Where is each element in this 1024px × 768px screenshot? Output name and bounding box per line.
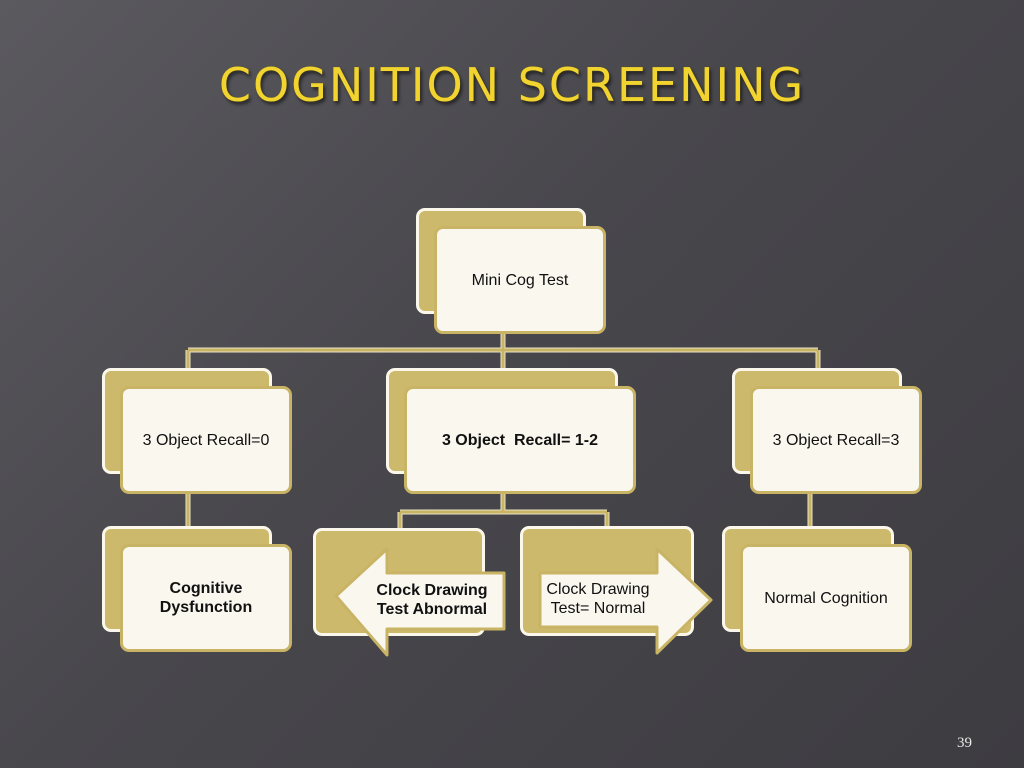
- slide-title: COGNITION SCREENING: [218, 58, 806, 112]
- node-label: 3 Object Recall=3: [750, 386, 922, 494]
- node-label: 3 Object Recall= 1-2: [404, 386, 636, 494]
- node-label: Cognitive Dysfunction: [120, 544, 292, 652]
- node-label: Mini Cog Test: [434, 226, 606, 334]
- clock-abnormal-label: Clock Drawing Test Abnormal: [376, 582, 488, 618]
- page-number: 39: [957, 735, 972, 751]
- clock-normal-label: Clock Drawing Test= Normal: [546, 581, 650, 617]
- node-label: Normal Cognition: [740, 544, 912, 652]
- node-label: 3 Object Recall=0: [120, 386, 292, 494]
